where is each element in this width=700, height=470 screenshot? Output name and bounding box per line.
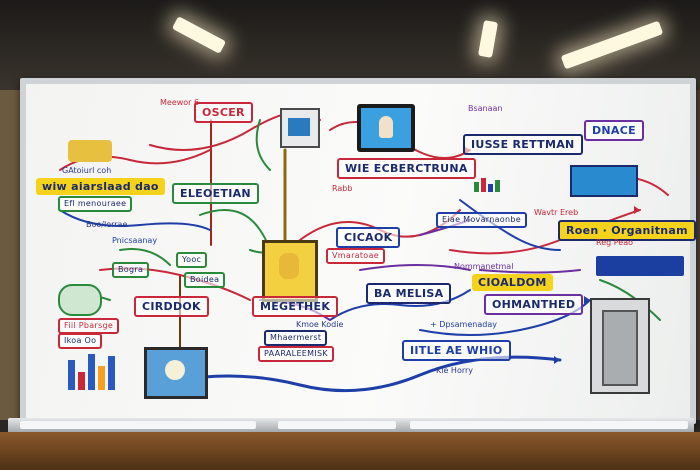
tray-slot <box>410 421 688 429</box>
wooden-table <box>0 432 700 470</box>
scrawl-note: + Dpsamenaday <box>430 320 497 329</box>
map-label-eleoetian: ELEOETIAN <box>172 183 259 204</box>
map-label-vmaratoae: Vmaratoae <box>326 248 385 264</box>
tablet-doodle-icon <box>357 104 415 152</box>
tray-slot <box>278 421 396 429</box>
map-label-yellow-header: wiw aiarslaad dao <box>36 178 165 195</box>
mini-chart-icon <box>474 176 504 192</box>
map-label-fiil-pbarsge: Fiil Pbarsge <box>58 318 120 334</box>
map-label-efl: Efl menouraee <box>58 196 133 212</box>
ceiling <box>0 0 700 90</box>
map-label-cirddok: CIRDDOK <box>134 296 209 317</box>
scrawl-note: Reg Peao <box>596 238 633 247</box>
scrawl-note: Boo/lerrae <box>86 220 128 229</box>
screen-doodle-icon <box>144 347 208 399</box>
map-label-paaraleemisk: PAARALEEMISK <box>258 346 334 362</box>
scrawl-note: Wavtr Ereb <box>534 208 579 217</box>
scrawl-note: Kmoe Kodie <box>296 320 344 329</box>
map-label-bogra: Bogra <box>112 262 150 278</box>
scrawl-note: Kle Horry <box>436 366 474 375</box>
scrawl-note: GAtoiurl coh <box>62 166 112 175</box>
scrawl-note: Rabb <box>332 184 353 193</box>
monitor-doodle-icon <box>280 108 320 148</box>
map-label-oscer: OSCER <box>194 102 253 123</box>
scrawl-note: Bsanaan <box>468 104 503 113</box>
magnet-bar-icon <box>596 256 684 276</box>
map-label-usse-rettman: IUSSE RETTMAN <box>463 134 583 155</box>
map-label-ba-melisa: BA MELISA <box>366 283 452 304</box>
bar-chart-doodle-icon <box>68 350 120 390</box>
tray-slot <box>20 421 256 429</box>
map-label-wie-ecb: WIE ECBERCTRUNA <box>337 158 476 179</box>
scrawl-note: Meewor 6 <box>160 98 200 107</box>
map-label-megethek: MEGETHEK <box>252 296 339 317</box>
map-label-ilson-oo: Ikoa Oo <box>58 333 103 349</box>
map-label-cicaok: CICAOK <box>336 227 401 248</box>
scrawl-note: Nommanetmal <box>454 262 514 271</box>
map-label-iitle-ae-whio: IITLE AE WHIO <box>402 340 511 361</box>
map-label-ohmanthed: OHMANTHED <box>484 294 584 315</box>
map-label-yooc: Yooc <box>176 252 208 268</box>
map-label-cioaldom: CIOALDOM <box>472 274 553 291</box>
character-frame-icon <box>262 240 318 302</box>
scrawl-note: Pnicsaanay <box>112 236 158 245</box>
map-label-boen-orgaitnam: Roen · Organitnam <box>558 220 696 241</box>
map-label-mhaermerst: Mhaermerst <box>264 330 328 346</box>
map-label-boidea: Boidea <box>184 272 226 288</box>
map-label-eiae: Eiae Movarnaonbe <box>436 212 527 228</box>
bubble-doodle-icon <box>58 284 102 316</box>
map-label-dnace: DNACE <box>584 120 644 141</box>
door-doodle-icon <box>590 298 650 394</box>
people-doodle-icon <box>68 140 112 162</box>
blue-card-icon <box>570 165 638 197</box>
